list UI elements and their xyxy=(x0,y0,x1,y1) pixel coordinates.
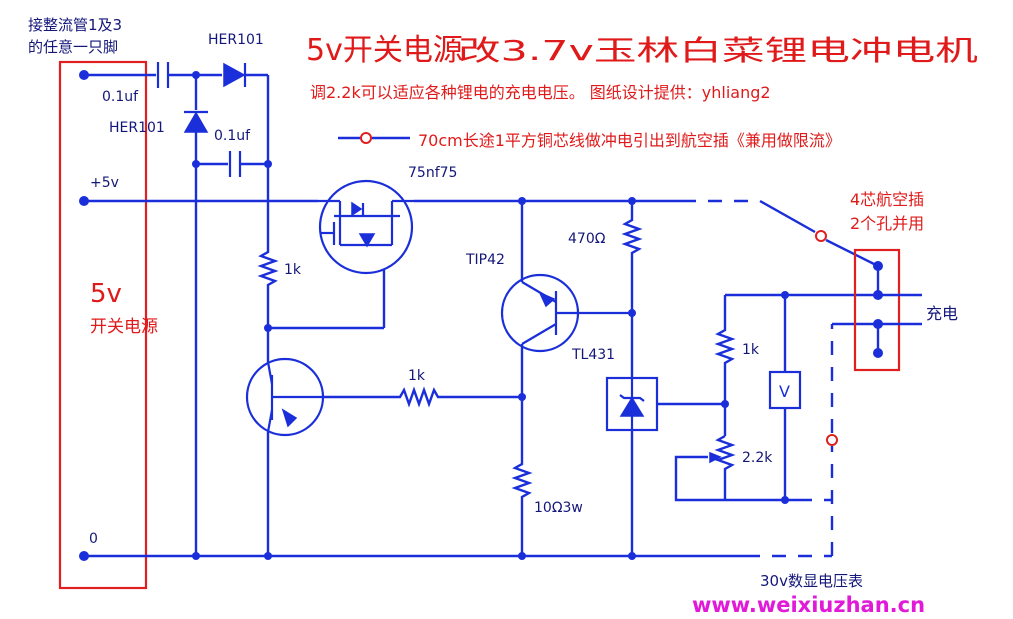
r470-label: 470Ω xyxy=(568,231,606,247)
r1k-right-label: 1k xyxy=(742,342,760,358)
meter-label: 30v数显电压表 xyxy=(760,572,863,590)
rectifier-note-line1: 接整流管1及3 xyxy=(28,16,122,34)
rectifier-note-line2: 的任意一只脚 xyxy=(28,38,118,56)
connector-label-line1: 4芯航空插 xyxy=(850,190,924,209)
watermark: www.weixiuzhan.cn xyxy=(692,593,925,617)
supply-box xyxy=(58,60,148,590)
title-part2: 改3.7v玉林白菜锂电冲电机 xyxy=(458,34,978,67)
charge-label: 充电 xyxy=(926,304,958,323)
pot-label: 2.2k xyxy=(742,450,773,466)
connector-box xyxy=(853,248,901,372)
cap1-label: 0.1uf xyxy=(102,89,139,105)
voltmeter-label: V xyxy=(779,382,790,401)
subtitle: 调2.2k可以适应各种锂电的充电电压。 图纸设计提供：yhliang2 xyxy=(310,83,771,102)
supply-plus-label: +5v xyxy=(90,175,119,191)
mosfet-label: 75nf75 xyxy=(408,165,457,181)
legend-note: 70cm长途1平方铜芯线做冲电引出到航空插《兼用做限流》 xyxy=(418,131,841,150)
title-part1: 5v开关电源 xyxy=(306,33,463,68)
r1k-base-label: 1k xyxy=(408,368,426,384)
mosfet-symbol xyxy=(318,179,414,275)
connector-label-line2: 2个孔并用 xyxy=(850,214,924,233)
supply-big-label: 5v xyxy=(90,279,122,309)
her101-top-label: HER101 xyxy=(208,32,264,48)
supply-zero-label: 0 xyxy=(89,531,98,547)
r1k-top-label: 1k xyxy=(284,262,302,278)
tl431-label: TL431 xyxy=(571,347,615,363)
tip42-label: TIP42 xyxy=(465,252,505,268)
cap2-label: 0.1uf xyxy=(214,128,251,144)
her101-left-label: HER101 xyxy=(109,120,165,136)
supply-sub-label: 开关电源 xyxy=(90,317,158,337)
r10-label: 10Ω3w xyxy=(534,500,583,516)
